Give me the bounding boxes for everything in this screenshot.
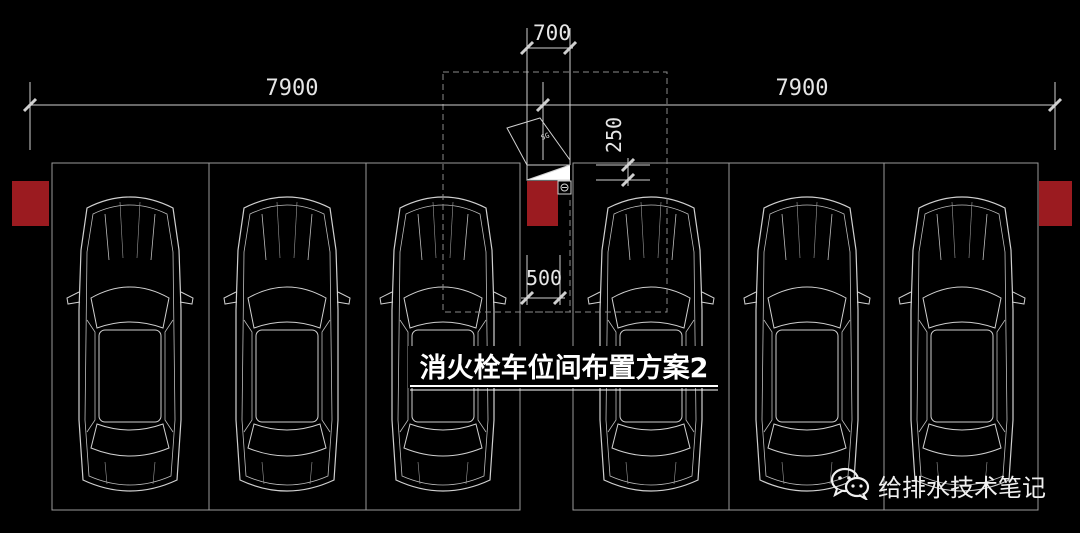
parking-bay [365,162,521,511]
span-dimension [22,82,1063,160]
hydrant-width-dimension [519,255,568,306]
dimension-cabinet-width: 700 [533,21,571,45]
column-left [12,181,49,226]
structural-columns [12,181,1072,226]
dashed-zone [442,71,668,313]
hydrant-cabinet: SG [506,117,572,195]
title-backdrop [408,346,720,388]
watermark: 给排水技术笔记 [830,466,1046,504]
dimension-cabinet-depth: 250 [602,117,626,153]
dimension-right-span: 7900 [776,76,829,101]
wechat-icon [830,466,870,504]
column-center [527,181,558,226]
drawing-title: 消火栓车位间布置方案2 [420,352,709,384]
parking-bay [883,162,1039,511]
dimension-hydrant-width: 500 [526,266,562,290]
cabinet-width-dimension [519,28,578,165]
cabinet-depth-dimension [596,157,650,188]
parking-bays [51,162,1039,511]
hydrant-label: SG [540,131,551,141]
column-right [1039,181,1072,226]
watermark-text: 给排水技术笔记 [878,473,1046,502]
dimension-left-span: 7900 [266,76,319,101]
